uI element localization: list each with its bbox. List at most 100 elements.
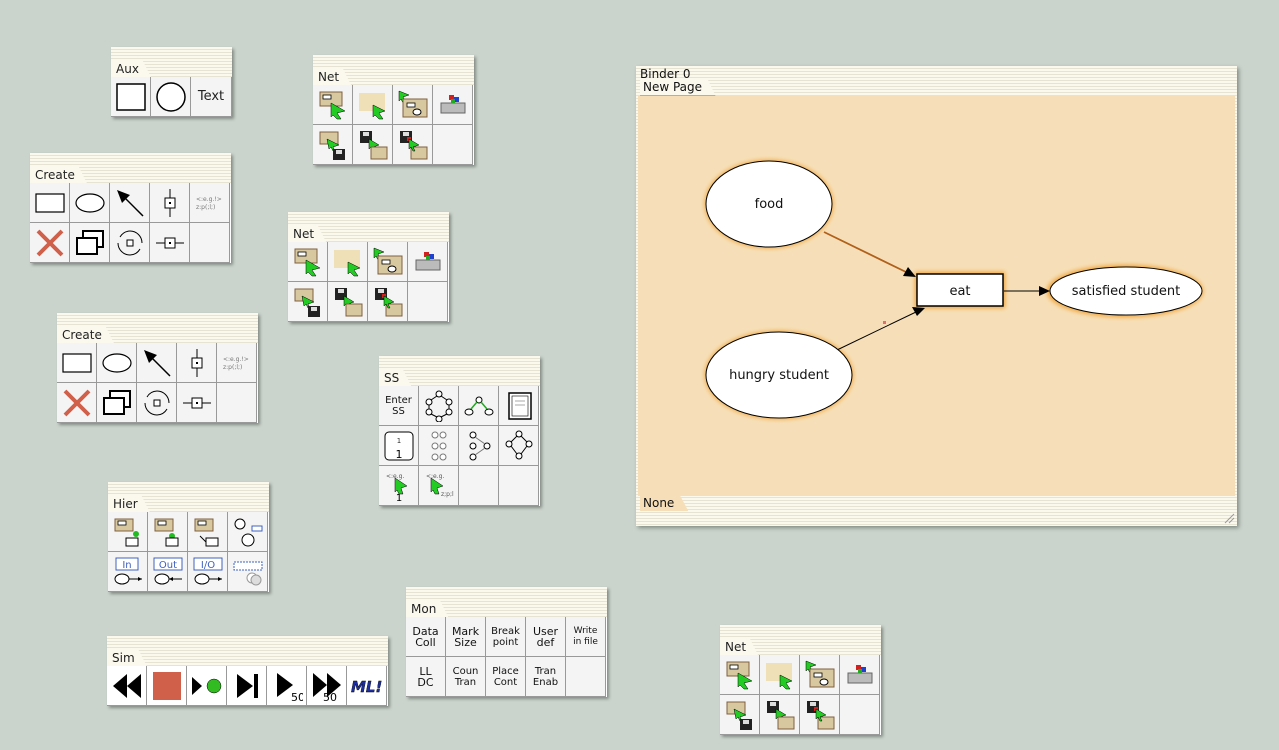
binder-title[interactable]: Binder 0 (640, 67, 691, 81)
open-net-icon[interactable] (393, 85, 433, 125)
rewind-button[interactable] (107, 666, 147, 706)
ss-step-icon[interactable]: <:e.g.1 (379, 466, 419, 506)
new-net-icon[interactable] (353, 85, 393, 125)
print-icon[interactable] (433, 85, 473, 125)
regular-expression-icon[interactable]: <:e.g.!>z:p(;l;) (217, 343, 257, 383)
place-tool[interactable] (30, 183, 70, 223)
place-food[interactable]: food (705, 160, 833, 248)
save-net-icon[interactable] (720, 695, 760, 735)
save-as-icon[interactable] (353, 125, 393, 165)
output-port-icon[interactable]: Out (148, 552, 188, 592)
net-palette-3: Net (720, 625, 881, 735)
ss-query-icon[interactable]: <:e.g.z;p;l (419, 466, 459, 506)
arc-hungry-to-eat[interactable] (836, 311, 917, 351)
transition-tool[interactable] (70, 183, 110, 223)
count-transition-monitor-button[interactable]: Coun Tran (446, 657, 486, 697)
breakpoint-monitor-button[interactable]: Break point (486, 617, 526, 657)
save-as-icon[interactable] (328, 282, 368, 322)
assign-subpage-icon[interactable] (188, 512, 228, 552)
arc-food-to-eat[interactable] (823, 231, 907, 273)
save-all-icon[interactable] (800, 695, 840, 735)
clone-icon[interactable] (70, 223, 110, 263)
aux-box-tool[interactable] (111, 77, 151, 117)
place-tool[interactable] (57, 343, 97, 383)
play-50-steps-button[interactable]: 50 (267, 666, 307, 706)
place-contents-monitor-button[interactable]: Place Cont (486, 657, 526, 697)
aux-circle-tool[interactable] (151, 77, 191, 117)
save-all-icon[interactable] (368, 282, 408, 322)
resize-grip-icon[interactable] (1223, 512, 1235, 524)
open-net-icon[interactable] (800, 655, 840, 695)
assign-port-socket-icon[interactable] (228, 552, 268, 592)
user-defined-monitor-button[interactable]: User def (526, 617, 566, 657)
horizontal-segment-icon[interactable] (150, 223, 190, 263)
write-in-file-monitor-button[interactable]: Write in file (566, 617, 606, 657)
ss-palette-tab[interactable]: SS (379, 370, 411, 386)
play-one-step-button[interactable] (187, 666, 227, 706)
net-palette-2-tab[interactable]: Net (288, 226, 326, 242)
transition-enabled-monitor-button[interactable]: Tran Enab (526, 657, 566, 697)
list-length-dc-monitor-button[interactable]: LL DC (406, 657, 446, 697)
new-net-icon[interactable] (328, 242, 368, 282)
enter-ss-button[interactable]: Enter SS (379, 386, 419, 426)
create-palette-2-tab[interactable]: Create (57, 327, 114, 343)
stop-button[interactable] (147, 666, 187, 706)
transition-tool[interactable] (97, 343, 137, 383)
arc-arrow-icon[interactable] (110, 183, 150, 223)
delete-icon[interactable] (57, 383, 97, 423)
fusion-set-icon[interactable] (228, 512, 268, 552)
marking-size-monitor-button[interactable]: Mark Size (446, 617, 486, 657)
new-net-icon[interactable] (760, 655, 800, 695)
clone-icon[interactable] (97, 383, 137, 423)
page-tab-new-page[interactable]: New Page (640, 80, 716, 97)
replace-by-subpage-icon[interactable] (148, 512, 188, 552)
horizontal-segment-icon[interactable] (177, 383, 217, 423)
create-palette-1-tab[interactable]: Create (30, 167, 87, 183)
save-all-icon[interactable] (393, 125, 433, 165)
rotate-icon[interactable] (137, 383, 177, 423)
ss-report-icon[interactable] (499, 386, 539, 426)
move-to-subpage-icon[interactable] (108, 512, 148, 552)
input-port-icon[interactable]: In (108, 552, 148, 592)
scc-graph-icon[interactable] (499, 426, 539, 466)
regular-expression-icon[interactable]: <:e.g.!>z:p(;l;) (190, 183, 230, 223)
sim-to-ss-icon[interactable] (459, 426, 499, 466)
ml-evaluate-button[interactable]: ML! (347, 666, 387, 706)
aux-text-tool[interactable]: Text (191, 77, 232, 117)
new-page-icon[interactable] (720, 655, 760, 695)
step-forward-button[interactable] (227, 666, 267, 706)
rotate-icon[interactable] (110, 223, 150, 263)
save-net-icon[interactable] (313, 125, 353, 165)
net-palette-1-tab[interactable]: Net (313, 69, 351, 85)
aux-palette-tab[interactable]: Aux (111, 61, 151, 77)
print-icon[interactable] (840, 655, 880, 695)
new-page-icon[interactable] (313, 85, 353, 125)
group-tab-none[interactable]: None (640, 496, 688, 511)
new-page-icon[interactable] (288, 242, 328, 282)
mon-palette-tab[interactable]: Mon (406, 601, 448, 617)
vertical-segment-icon[interactable] (150, 183, 190, 223)
sim-palette-tab[interactable]: Sim (107, 650, 147, 666)
save-net-icon[interactable] (288, 282, 328, 322)
hier-palette-tab[interactable]: Hier (108, 496, 150, 512)
data-collection-monitor-button[interactable]: Data Coll (406, 617, 446, 657)
display-successors-icon[interactable] (459, 386, 499, 426)
place-hungry-student[interactable]: hungry student (705, 331, 853, 419)
place-satisfied-student[interactable]: satisfied student (1049, 266, 1203, 316)
ss-to-sim-icon[interactable] (419, 426, 459, 466)
save-as-icon[interactable] (760, 695, 800, 735)
io-port-icon[interactable]: I/O (188, 552, 228, 592)
print-icon[interactable] (408, 242, 448, 282)
net-palette-3-tab[interactable]: Net (720, 639, 758, 655)
calculate-ss-icon[interactable] (419, 386, 459, 426)
open-net-icon[interactable] (368, 242, 408, 282)
arc-arrow-icon[interactable] (137, 343, 177, 383)
transition-eat[interactable]: eat (916, 273, 1004, 307)
net-canvas[interactable]: food hungry student eat satisfied studen… (638, 96, 1235, 496)
fast-forward-50-button[interactable]: 50 (307, 666, 347, 706)
vertical-segment-icon[interactable] (177, 343, 217, 383)
delete-icon[interactable] (30, 223, 70, 263)
svg-text:z:p(;l;): z:p(;l;) (223, 364, 242, 371)
